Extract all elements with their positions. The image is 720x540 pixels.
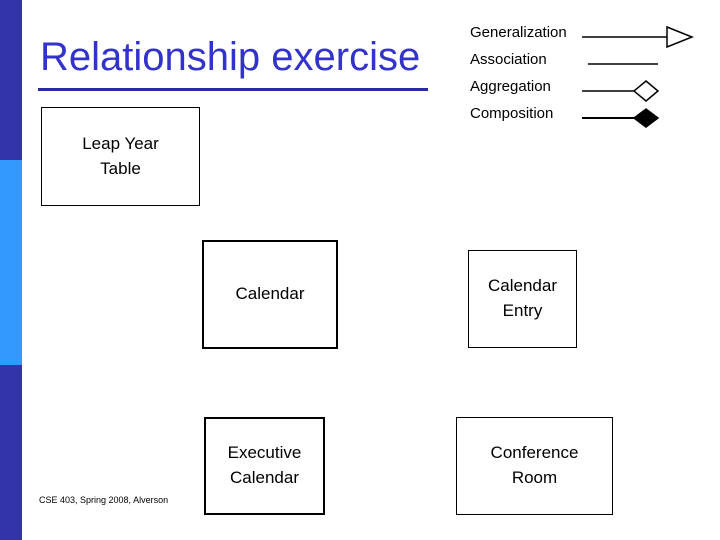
left-accent-bar-top <box>0 0 22 160</box>
legend-label-composition: Composition <box>470 105 554 122</box>
class-box-line: Calendar <box>235 284 305 304</box>
class-box-calendar-entry: Calendar Entry <box>468 250 577 348</box>
generalization-arrow-icon <box>582 24 712 51</box>
class-box-line: Executive <box>227 443 302 463</box>
class-box-leap-year-table: Leap Year Table <box>41 107 200 206</box>
aggregation-hollow-diamond-icon <box>582 78 712 105</box>
association-line-icon <box>582 51 712 78</box>
legend-label-association: Association <box>470 51 547 68</box>
class-box-line: Conference <box>490 443 579 463</box>
left-accent-bar-bottom <box>0 365 22 540</box>
composition-filled-diamond-icon <box>582 105 712 132</box>
class-box-line: Leap Year <box>82 133 159 153</box>
legend-label-generalization: Generalization <box>470 24 567 41</box>
title-underline <box>38 88 428 91</box>
legend-item-aggregation: Aggregation <box>470 78 720 105</box>
relationship-legend: Generalization Association Aggregation <box>470 24 720 132</box>
legend-label-aggregation: Aggregation <box>470 78 551 95</box>
slide-footer: CSE 403, Spring 2008, Alverson <box>39 495 169 505</box>
class-box-conference-room: Conference Room <box>456 417 613 515</box>
class-box-line: Calendar <box>488 276 557 296</box>
class-box-line: Entry <box>502 301 543 320</box>
page-title: Relationship exercise <box>40 35 421 79</box>
class-box-line: Room <box>511 468 558 487</box>
class-box-executive-calendar: Executive Calendar <box>204 417 325 515</box>
legend-item-generalization: Generalization <box>470 24 720 51</box>
left-accent-bar-middle <box>0 160 22 365</box>
class-box-line: Table <box>100 158 141 178</box>
class-box-calendar: Calendar <box>202 240 338 349</box>
legend-item-association: Association <box>470 51 720 78</box>
class-box-line: Calendar <box>230 468 299 487</box>
legend-item-composition: Composition <box>470 105 720 132</box>
